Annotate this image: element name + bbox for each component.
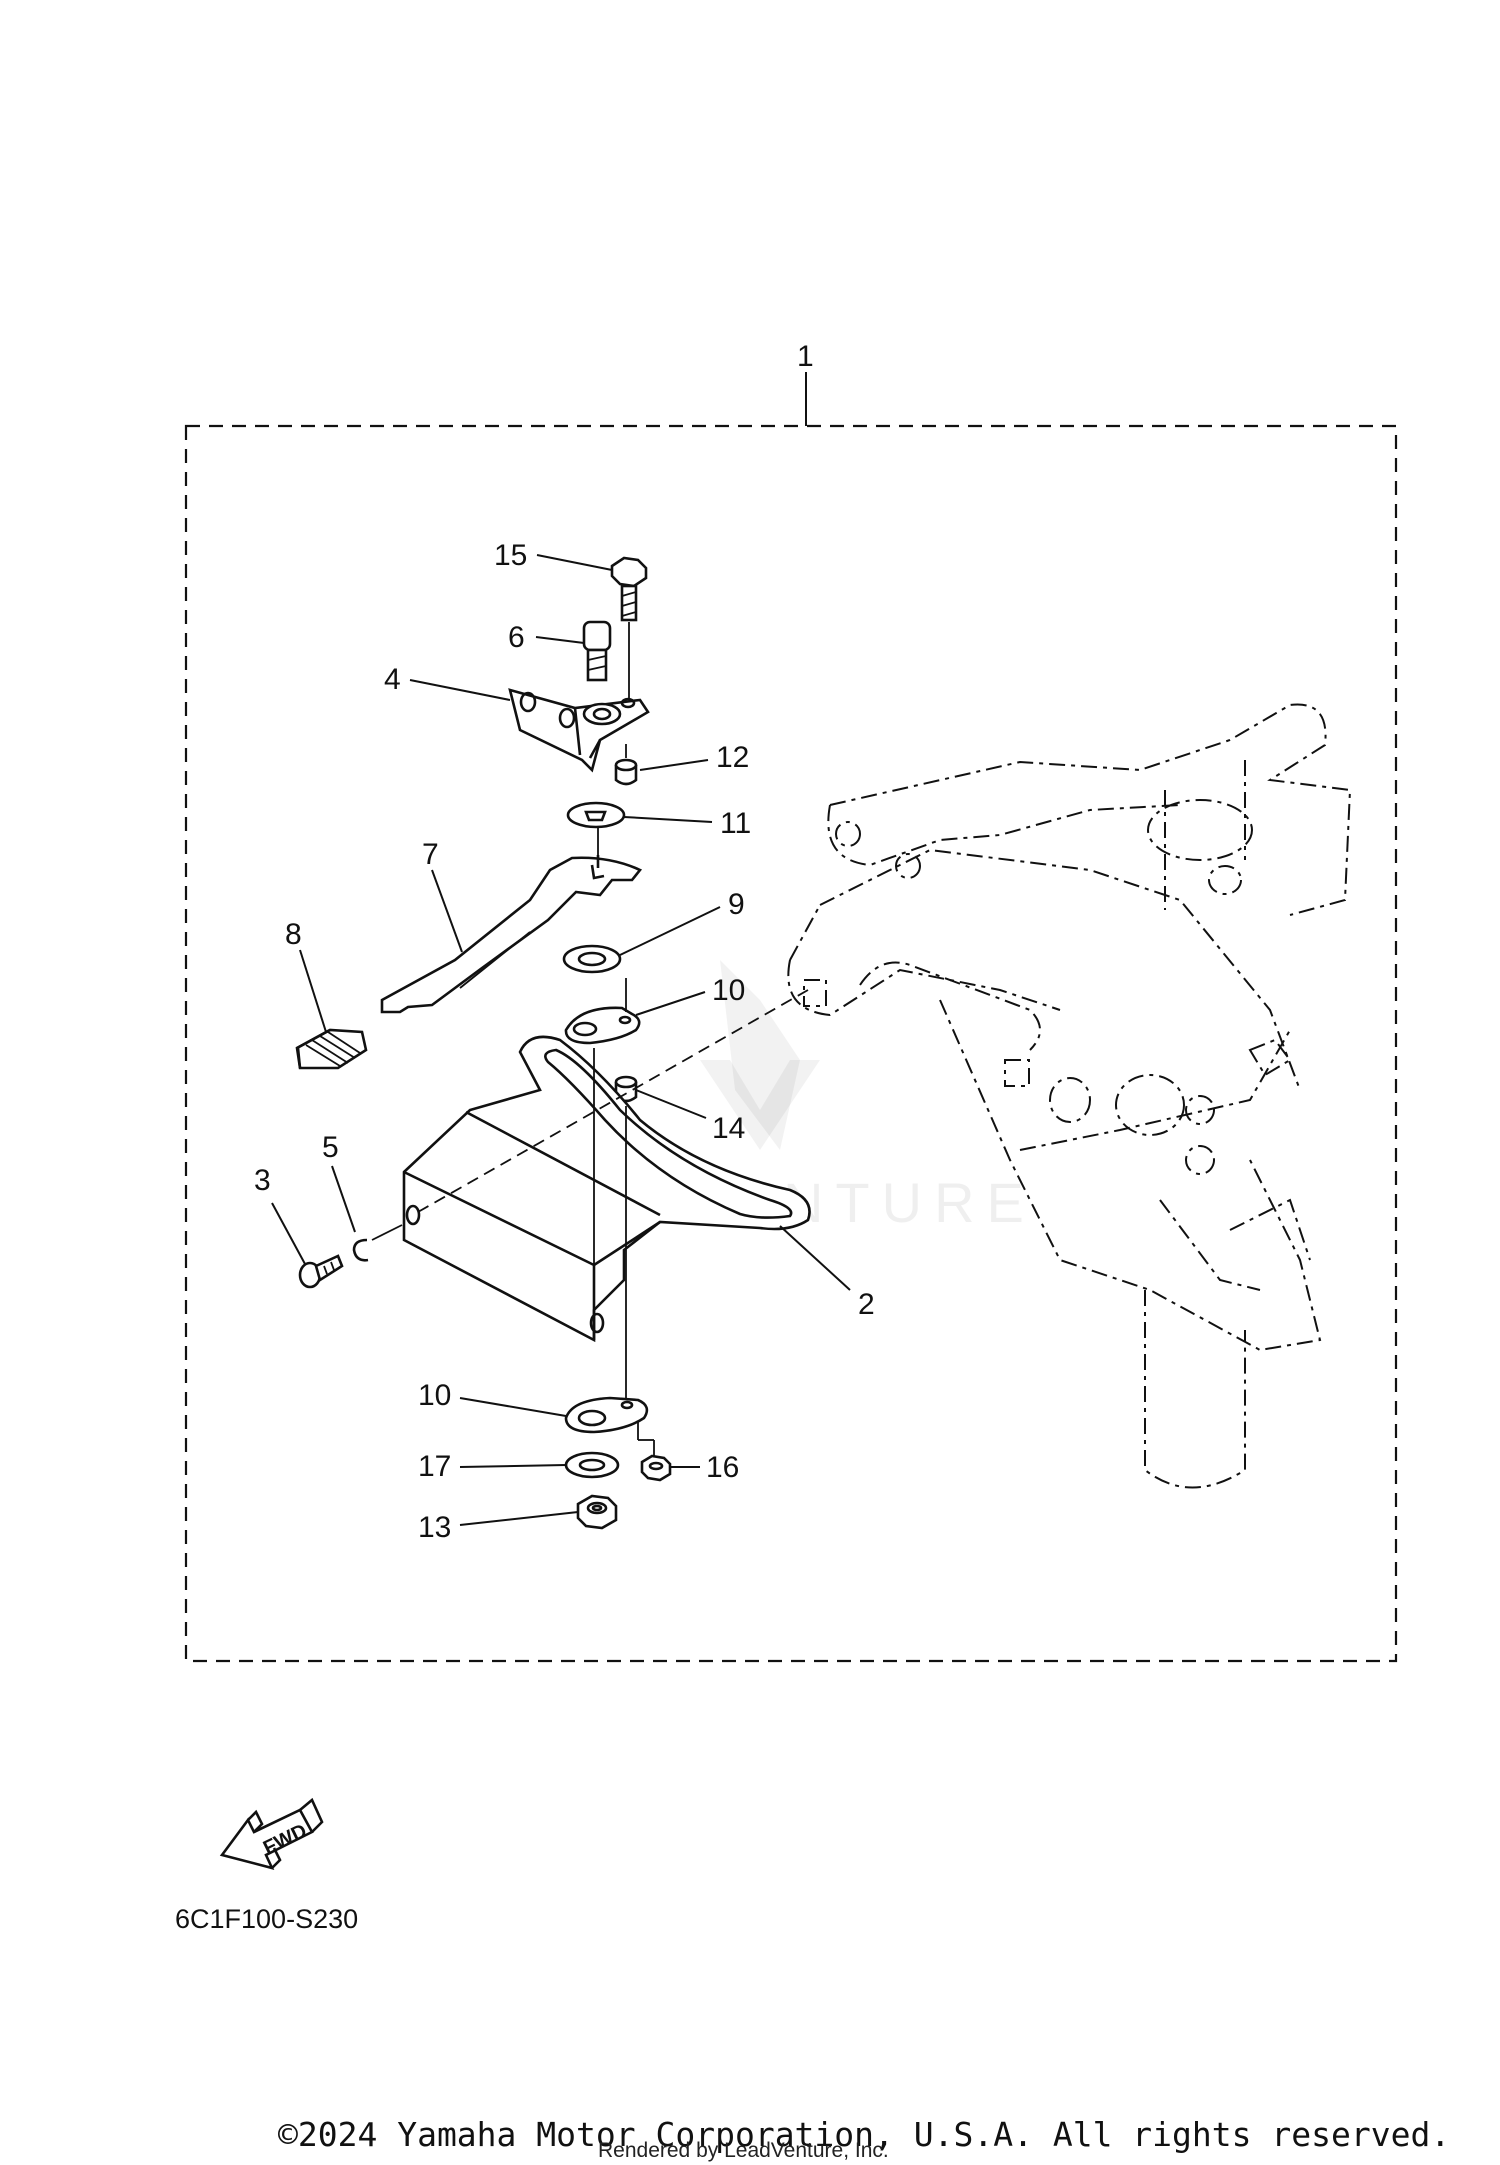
part-9-washer bbox=[562, 944, 622, 974]
callout-1: 1 bbox=[797, 340, 814, 373]
callout-2: 2 bbox=[858, 1288, 875, 1321]
callout-9: 9 bbox=[728, 888, 745, 921]
part-17-washer bbox=[564, 1451, 620, 1479]
assembly-boundary bbox=[184, 424, 1398, 1663]
rendered-by-notice: Rendered by LeadVenture, Inc. bbox=[598, 2139, 889, 2162]
part-10-plate-upper bbox=[564, 1006, 641, 1045]
callout-5: 5 bbox=[322, 1131, 339, 1164]
callout-7: 7 bbox=[422, 838, 439, 871]
callout-15: 15 bbox=[494, 539, 527, 572]
callout-13: 13 bbox=[418, 1511, 451, 1544]
part-4-bracket bbox=[508, 688, 650, 773]
fwd-arrow-icon: FWD bbox=[219, 1797, 324, 1870]
callout-8: 8 bbox=[285, 918, 302, 951]
part-6-collar-bolt bbox=[582, 620, 612, 682]
part-14-collar bbox=[614, 1075, 638, 1103]
part-12-collar bbox=[614, 758, 638, 786]
part-15-bolt bbox=[610, 556, 648, 622]
callout-16: 16 bbox=[706, 1451, 739, 1484]
callout-11: 11 bbox=[720, 807, 751, 840]
part-3-screw bbox=[298, 1254, 344, 1289]
part-8-grip-rubber bbox=[295, 1028, 368, 1070]
callout-6: 6 bbox=[508, 621, 525, 654]
callout-4: 4 bbox=[384, 663, 401, 696]
callout-12: 12 bbox=[716, 741, 749, 774]
callout-10-upper: 10 bbox=[712, 974, 745, 1007]
leader-lines bbox=[271, 554, 851, 1526]
callout-14: 14 bbox=[712, 1112, 745, 1145]
callout-labels: 1 15 6 4 12 11 7 9 8 10 14 5 3 2 10 17 1… bbox=[254, 340, 875, 1544]
bracket-ghost-outline bbox=[787, 703, 1352, 1489]
part-13-lock-nut bbox=[576, 1494, 618, 1530]
callout-3: 3 bbox=[254, 1164, 271, 1197]
callout-10-lower: 10 bbox=[418, 1379, 451, 1412]
part-10-plate-lower bbox=[564, 1396, 649, 1434]
callout-17: 17 bbox=[418, 1450, 451, 1483]
part-2-friction-bracket bbox=[402, 1035, 811, 1343]
diagram-code: 6C1F100-S230 bbox=[175, 1904, 358, 1934]
copyright-notice: ©2024 Yamaha Motor Corporation, U.S.A. A… bbox=[278, 2115, 1450, 2154]
part-5-circlip bbox=[352, 1238, 369, 1262]
part-7-lever-plate bbox=[380, 855, 643, 1014]
part-16-nut bbox=[640, 1454, 672, 1482]
part-11-washer bbox=[566, 801, 626, 829]
